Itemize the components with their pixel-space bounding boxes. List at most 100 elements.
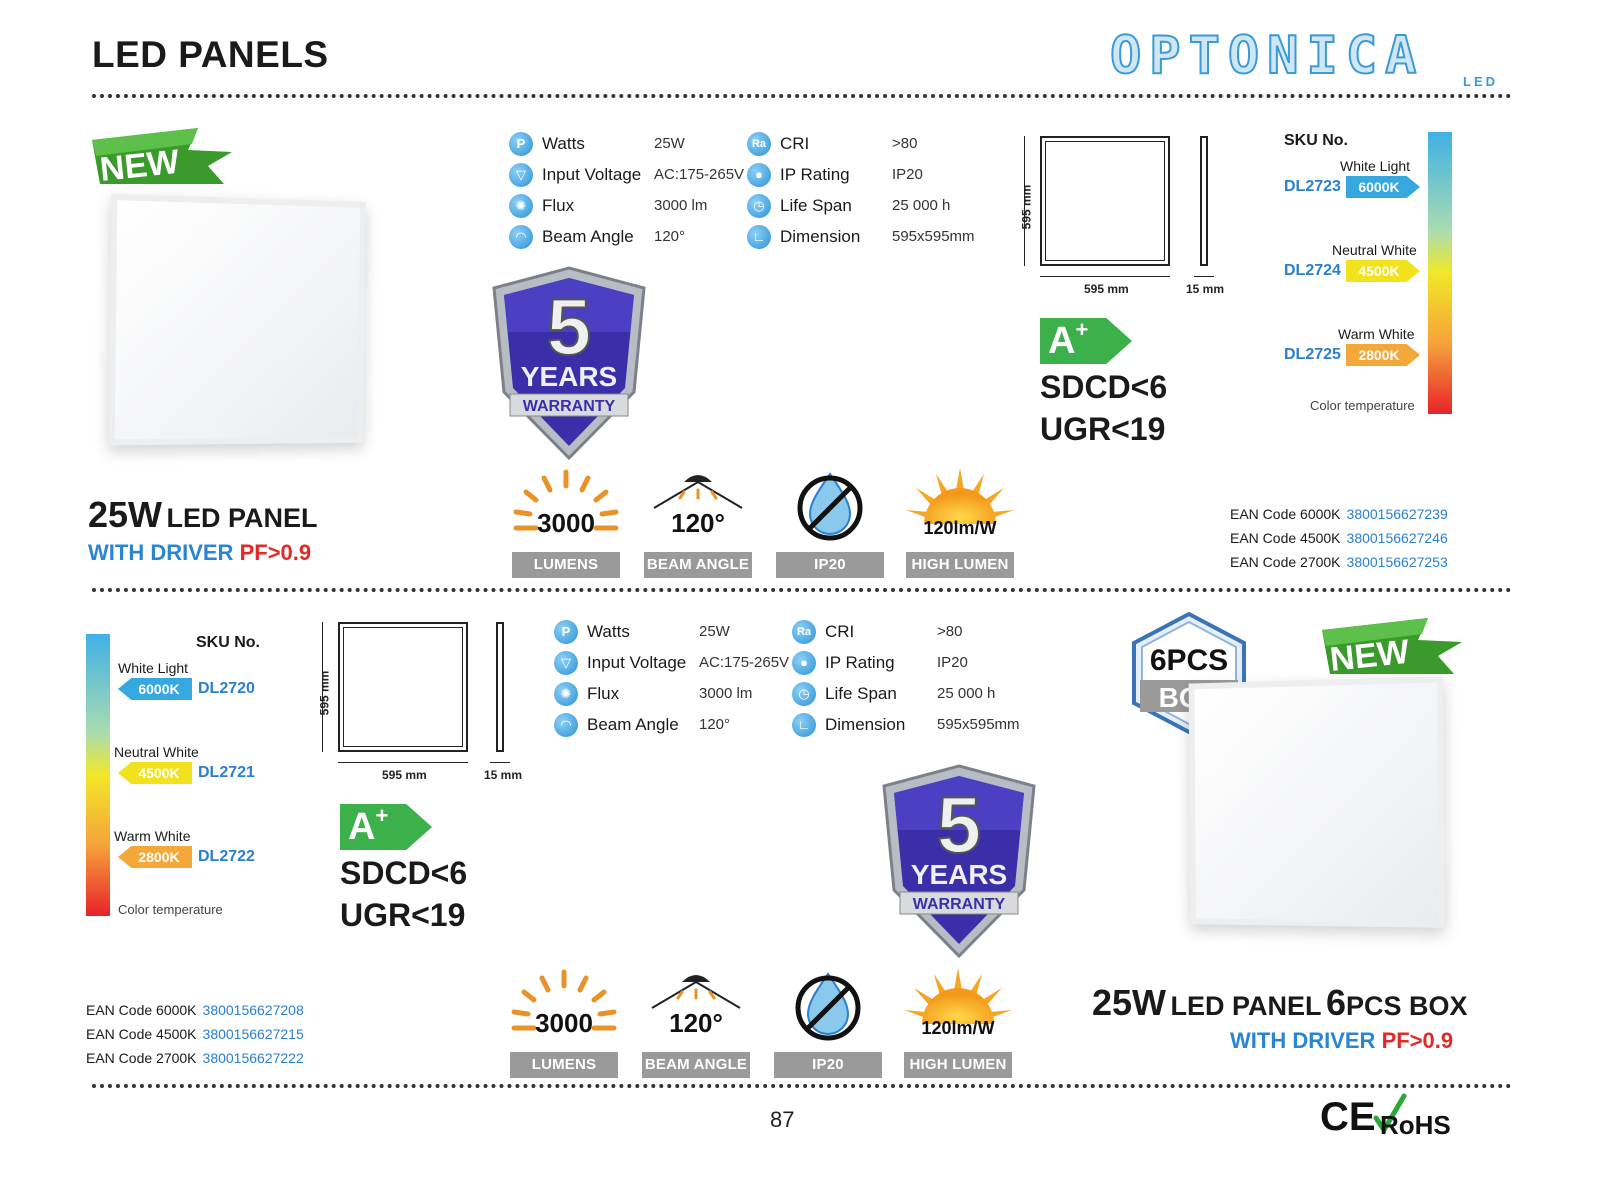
spec-value: 120° <box>699 716 731 733</box>
width-label: 595 mm <box>1084 282 1129 296</box>
panel-front-outline <box>1040 136 1170 266</box>
divider <box>92 94 1512 98</box>
product-name: LED PANEL <box>166 503 318 533</box>
feature-value: 3000 <box>535 1008 593 1038</box>
energy-class-letter: A <box>348 806 376 848</box>
voltage-icon: ▽ <box>554 650 578 675</box>
product-watt: 25W <box>88 494 163 535</box>
ct-name: Neutral White <box>1332 242 1417 258</box>
sku-title: SKU No. <box>196 634 260 651</box>
spec-row: ● IP Rating IP20 <box>747 159 975 190</box>
ean-code: 3800156627253 <box>1346 554 1448 570</box>
kelvin-arrow: 2800K <box>1346 344 1420 366</box>
ean-code: 3800156627246 <box>1346 530 1448 546</box>
feature-ip20: IP20 <box>774 968 882 1078</box>
beam-angle-icon: ◠ <box>554 712 578 737</box>
warranty-number: 5 <box>547 282 592 371</box>
ct-name: Warm White <box>1338 326 1415 342</box>
warranty-years-text: YEARS <box>911 859 1007 890</box>
new-ribbon-icon: NEW <box>1322 618 1462 678</box>
product-pack-name: PCS BOX <box>1345 991 1468 1021</box>
cri-icon: Ra <box>792 619 816 644</box>
divider <box>92 1084 1512 1088</box>
spec-row: P Watts 25W <box>509 128 744 159</box>
panel-side-outline <box>1200 136 1208 266</box>
energy-class: A+ SDCD<6 UGR<19 <box>340 804 467 934</box>
warranty-word-text: WARRANTY <box>913 896 1006 913</box>
dimension-icon: ∟ <box>792 712 816 737</box>
spec-value: >80 <box>937 623 963 640</box>
logo-sub-text: LED <box>1463 74 1498 89</box>
spec-row: ∟ Dimension 595x595mm <box>747 221 975 252</box>
ean-code: 3800156627215 <box>202 1026 304 1042</box>
spec-value: 120° <box>654 228 686 245</box>
warranty-years-text: YEARS <box>521 361 617 392</box>
flux-icon: ✺ <box>509 193 533 218</box>
divider <box>92 588 1512 592</box>
water-drop-icon: ● <box>747 162 771 187</box>
spec-row: ◷ Life Span 25 000 h <box>747 190 975 221</box>
ean-code: 3800156627208 <box>202 1002 304 1018</box>
energy-class-tag: A+ <box>1040 318 1132 364</box>
spec-row: ◠ Beam Angle 120° <box>554 709 789 740</box>
spec-label: CRI <box>780 133 810 153</box>
spec-row: Ra CRI >80 <box>747 128 975 159</box>
spec-label: Dimension <box>825 714 906 734</box>
spec-column-left: P Watts 25W ▽ Input Voltage AC:175-265V … <box>509 128 744 252</box>
beam-angle-icon: ◠ <box>509 224 533 249</box>
flux-icon: ✺ <box>554 681 578 706</box>
driver-text: WITH DRIVER <box>1230 1028 1376 1053</box>
box-badge-top: 6PCS <box>1150 644 1228 677</box>
color-temperature-gradient <box>86 634 110 916</box>
spec-label: CRI <box>825 621 855 641</box>
spec-label: Beam Angle <box>542 226 634 246</box>
sun-icon <box>904 968 1012 1024</box>
spec-label: IP Rating <box>780 164 850 184</box>
spec-value: 25W <box>699 623 730 640</box>
ct-sku: DL2721 <box>198 764 255 781</box>
feature-value: 120° <box>671 508 725 538</box>
ean-label: EAN Code 2700K <box>1230 554 1341 570</box>
ct-footer: Color temperature <box>1310 398 1415 413</box>
feature-beam-angle: 120° BEAM ANGLE <box>644 468 752 578</box>
energy-class-sup: + <box>1075 317 1089 342</box>
kelvin-arrow: 2800K <box>118 846 192 868</box>
water-drop-icon: ● <box>792 650 816 675</box>
ct-name: White Light <box>1340 158 1411 174</box>
height-dimension-line <box>322 622 323 752</box>
spec-value: IP20 <box>937 654 968 671</box>
ct-sku: DL2725 <box>1284 346 1341 363</box>
feature-label: BEAM ANGLE <box>644 552 752 578</box>
ean-label: EAN Code 6000K <box>1230 506 1341 522</box>
product-pack-count: 6 <box>1325 982 1346 1023</box>
power-icon: P <box>554 619 578 644</box>
spec-label: Life Span <box>780 195 852 215</box>
ct-name: Warm White <box>114 828 191 844</box>
feature-lumens: 3000 LUMENS <box>510 968 618 1078</box>
spec-value: >80 <box>892 135 918 152</box>
spec-value: 595x595mm <box>892 228 975 245</box>
feature-label: BEAM ANGLE <box>642 1052 750 1078</box>
kelvin-arrow: 6000K <box>1346 176 1420 198</box>
product-title: 25W LED PANEL 6PCS BOX <box>1092 982 1468 1024</box>
spec-row: ✺ Flux 3000 lm <box>554 678 789 709</box>
rohs-text: RoHS <box>1380 1110 1451 1140</box>
driver-text: WITH DRIVER <box>88 540 234 565</box>
warranty-word-text: WARRANTY <box>523 398 616 415</box>
depth-label: 15 mm <box>1186 282 1225 296</box>
sun-icon <box>906 468 1014 524</box>
feature-label: HIGH LUMEN <box>904 1052 1012 1078</box>
product-subtitle: WITH DRIVER PF>0.9 <box>1230 1028 1453 1054</box>
spec-label: Flux <box>587 683 620 703</box>
new-ribbon-text: NEW <box>98 143 182 188</box>
ct-footer: Color temperature <box>118 902 223 917</box>
feature-value: 120lm/W <box>921 1018 995 1038</box>
ean-code: 3800156627239 <box>1346 506 1448 522</box>
ean-row: EAN Code 6000K 3800156627239 <box>1230 502 1448 526</box>
feature-value: 120° <box>669 1008 723 1038</box>
beam-lamp-icon <box>653 475 743 509</box>
spec-label: Flux <box>542 195 575 215</box>
feature-beam-angle: 120° BEAM ANGLE <box>642 968 750 1078</box>
